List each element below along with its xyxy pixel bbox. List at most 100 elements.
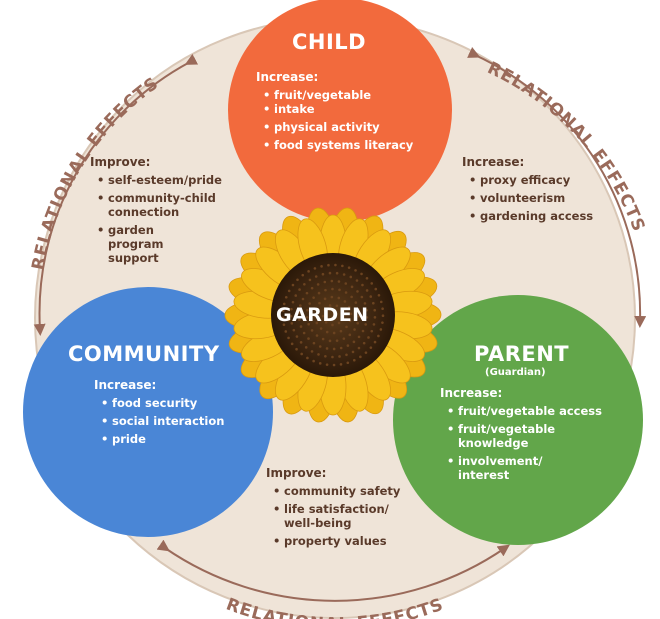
sunflower-seed bbox=[312, 359, 315, 363]
sunflower-seed bbox=[373, 308, 377, 312]
sunflower-seed bbox=[301, 273, 305, 277]
arrow-arc-left bbox=[33, 53, 199, 336]
sunflower-seed bbox=[370, 329, 374, 333]
list-item: physical activity bbox=[262, 120, 462, 134]
list-item-continuation: support bbox=[96, 251, 246, 265]
sunflower-seed bbox=[340, 309, 344, 312]
sunflower-seed bbox=[318, 301, 321, 305]
sunflower-seed bbox=[310, 329, 314, 332]
sunflower-seed bbox=[287, 289, 291, 293]
sunflower-seed bbox=[295, 347, 298, 351]
sunflower-seed bbox=[347, 266, 351, 269]
community-child-items: self-esteem/pride community-child connec… bbox=[96, 173, 246, 269]
sunflower-seed bbox=[307, 337, 310, 340]
list-item-text: knowledge bbox=[458, 436, 529, 450]
sunflower-seed bbox=[335, 339, 339, 342]
sunflower-seed bbox=[316, 283, 320, 286]
sunflower-seed bbox=[297, 311, 301, 314]
sunflower-seed bbox=[369, 346, 373, 349]
sunflower-seed bbox=[281, 316, 285, 320]
sunflower-seed bbox=[346, 344, 350, 347]
parent-circle bbox=[393, 295, 643, 545]
sunflower-seed bbox=[290, 342, 294, 346]
parent-heading: Increase: bbox=[440, 386, 503, 400]
sunflower-seed bbox=[354, 269, 357, 272]
sunflower-seed bbox=[306, 356, 309, 360]
sunflower-seed bbox=[362, 341, 366, 345]
sunflower-seed bbox=[381, 314, 385, 317]
sunflower-seed bbox=[370, 282, 374, 285]
sunflower-seed bbox=[355, 279, 359, 282]
sunflower-seed bbox=[365, 309, 368, 312]
sunflower-seed bbox=[351, 350, 355, 354]
sunflower-seed bbox=[290, 322, 294, 325]
sunflower-seed bbox=[335, 304, 339, 308]
list-item: fruit/vegetable access bbox=[446, 404, 636, 418]
sunflower-seed bbox=[305, 316, 309, 319]
sunflower-seed bbox=[361, 329, 365, 333]
sunflower-seed bbox=[284, 295, 288, 299]
sunflower-seed bbox=[359, 355, 362, 359]
sunflower-seed bbox=[324, 288, 327, 292]
sunflower-seed bbox=[298, 318, 301, 321]
sunflower-seed bbox=[296, 278, 299, 282]
sunflower-seed bbox=[330, 279, 334, 283]
child-title: CHILD bbox=[292, 30, 367, 54]
sunflower-seed bbox=[350, 295, 353, 299]
list-item: gardening access bbox=[468, 209, 638, 223]
sunflower-seed bbox=[315, 334, 319, 337]
sunflower-seed bbox=[302, 331, 306, 335]
sunflower-seed bbox=[339, 363, 343, 366]
sunflower-seed bbox=[377, 293, 381, 297]
sunflower-seed bbox=[364, 323, 367, 326]
community-circle bbox=[23, 287, 273, 537]
sunflower-seed bbox=[349, 312, 353, 316]
list-item: fruit/vegetable bbox=[446, 422, 636, 436]
sunflower-seed bbox=[338, 288, 341, 292]
parent-subtitle: (Guardian) bbox=[485, 367, 546, 378]
list-item: intake bbox=[262, 102, 462, 116]
sunflower-seed bbox=[377, 334, 380, 338]
list-item-text: interest bbox=[458, 468, 510, 482]
sunflower-seed bbox=[357, 307, 360, 311]
sunflower-seed bbox=[348, 333, 352, 337]
sunflower-seed bbox=[315, 321, 319, 325]
sunflower-seed bbox=[372, 323, 376, 326]
sunflower-seed bbox=[363, 302, 367, 305]
sunflower-seed bbox=[321, 337, 325, 341]
sunflower-seed bbox=[320, 265, 323, 268]
sunflower-seed bbox=[345, 325, 348, 329]
list-item-text: program bbox=[108, 237, 164, 251]
sunflower-seed bbox=[348, 319, 352, 323]
sunflower-seed bbox=[331, 323, 334, 327]
sunflower-seed bbox=[308, 278, 312, 282]
list-item: community-child bbox=[96, 191, 246, 205]
sunflower-seed bbox=[303, 283, 306, 286]
sunflower-seed bbox=[339, 346, 343, 350]
list-item: involvement/ bbox=[446, 454, 636, 468]
list-item-continuation: intake bbox=[274, 102, 315, 116]
list-item: food systems literacy bbox=[262, 138, 462, 152]
sunflower-seed bbox=[281, 309, 285, 313]
sunflower-seed bbox=[321, 314, 325, 318]
sunflower-seed bbox=[284, 330, 288, 333]
sunflower-seed bbox=[341, 264, 344, 268]
sunflower-seed bbox=[349, 275, 353, 279]
sunflower-seed bbox=[373, 316, 377, 319]
sunflower-seed bbox=[337, 296, 341, 300]
list-item: property values bbox=[272, 534, 442, 548]
sunflower-seed bbox=[343, 300, 347, 303]
sunflower-seed bbox=[291, 283, 295, 287]
arrow-arc-bottom bbox=[156, 539, 510, 602]
sunflower-seed bbox=[352, 340, 356, 344]
sunflower-seed bbox=[374, 287, 378, 291]
sunflower-seed bbox=[301, 297, 305, 301]
list-item: community safety bbox=[272, 484, 442, 498]
child-heading: Increase: bbox=[256, 70, 319, 84]
arrow-arc-right bbox=[467, 47, 647, 328]
sunflower-seed bbox=[299, 304, 302, 307]
list-item-text: support bbox=[108, 251, 159, 265]
sunflower-seed bbox=[312, 341, 316, 345]
sunflower-seed bbox=[337, 280, 341, 283]
